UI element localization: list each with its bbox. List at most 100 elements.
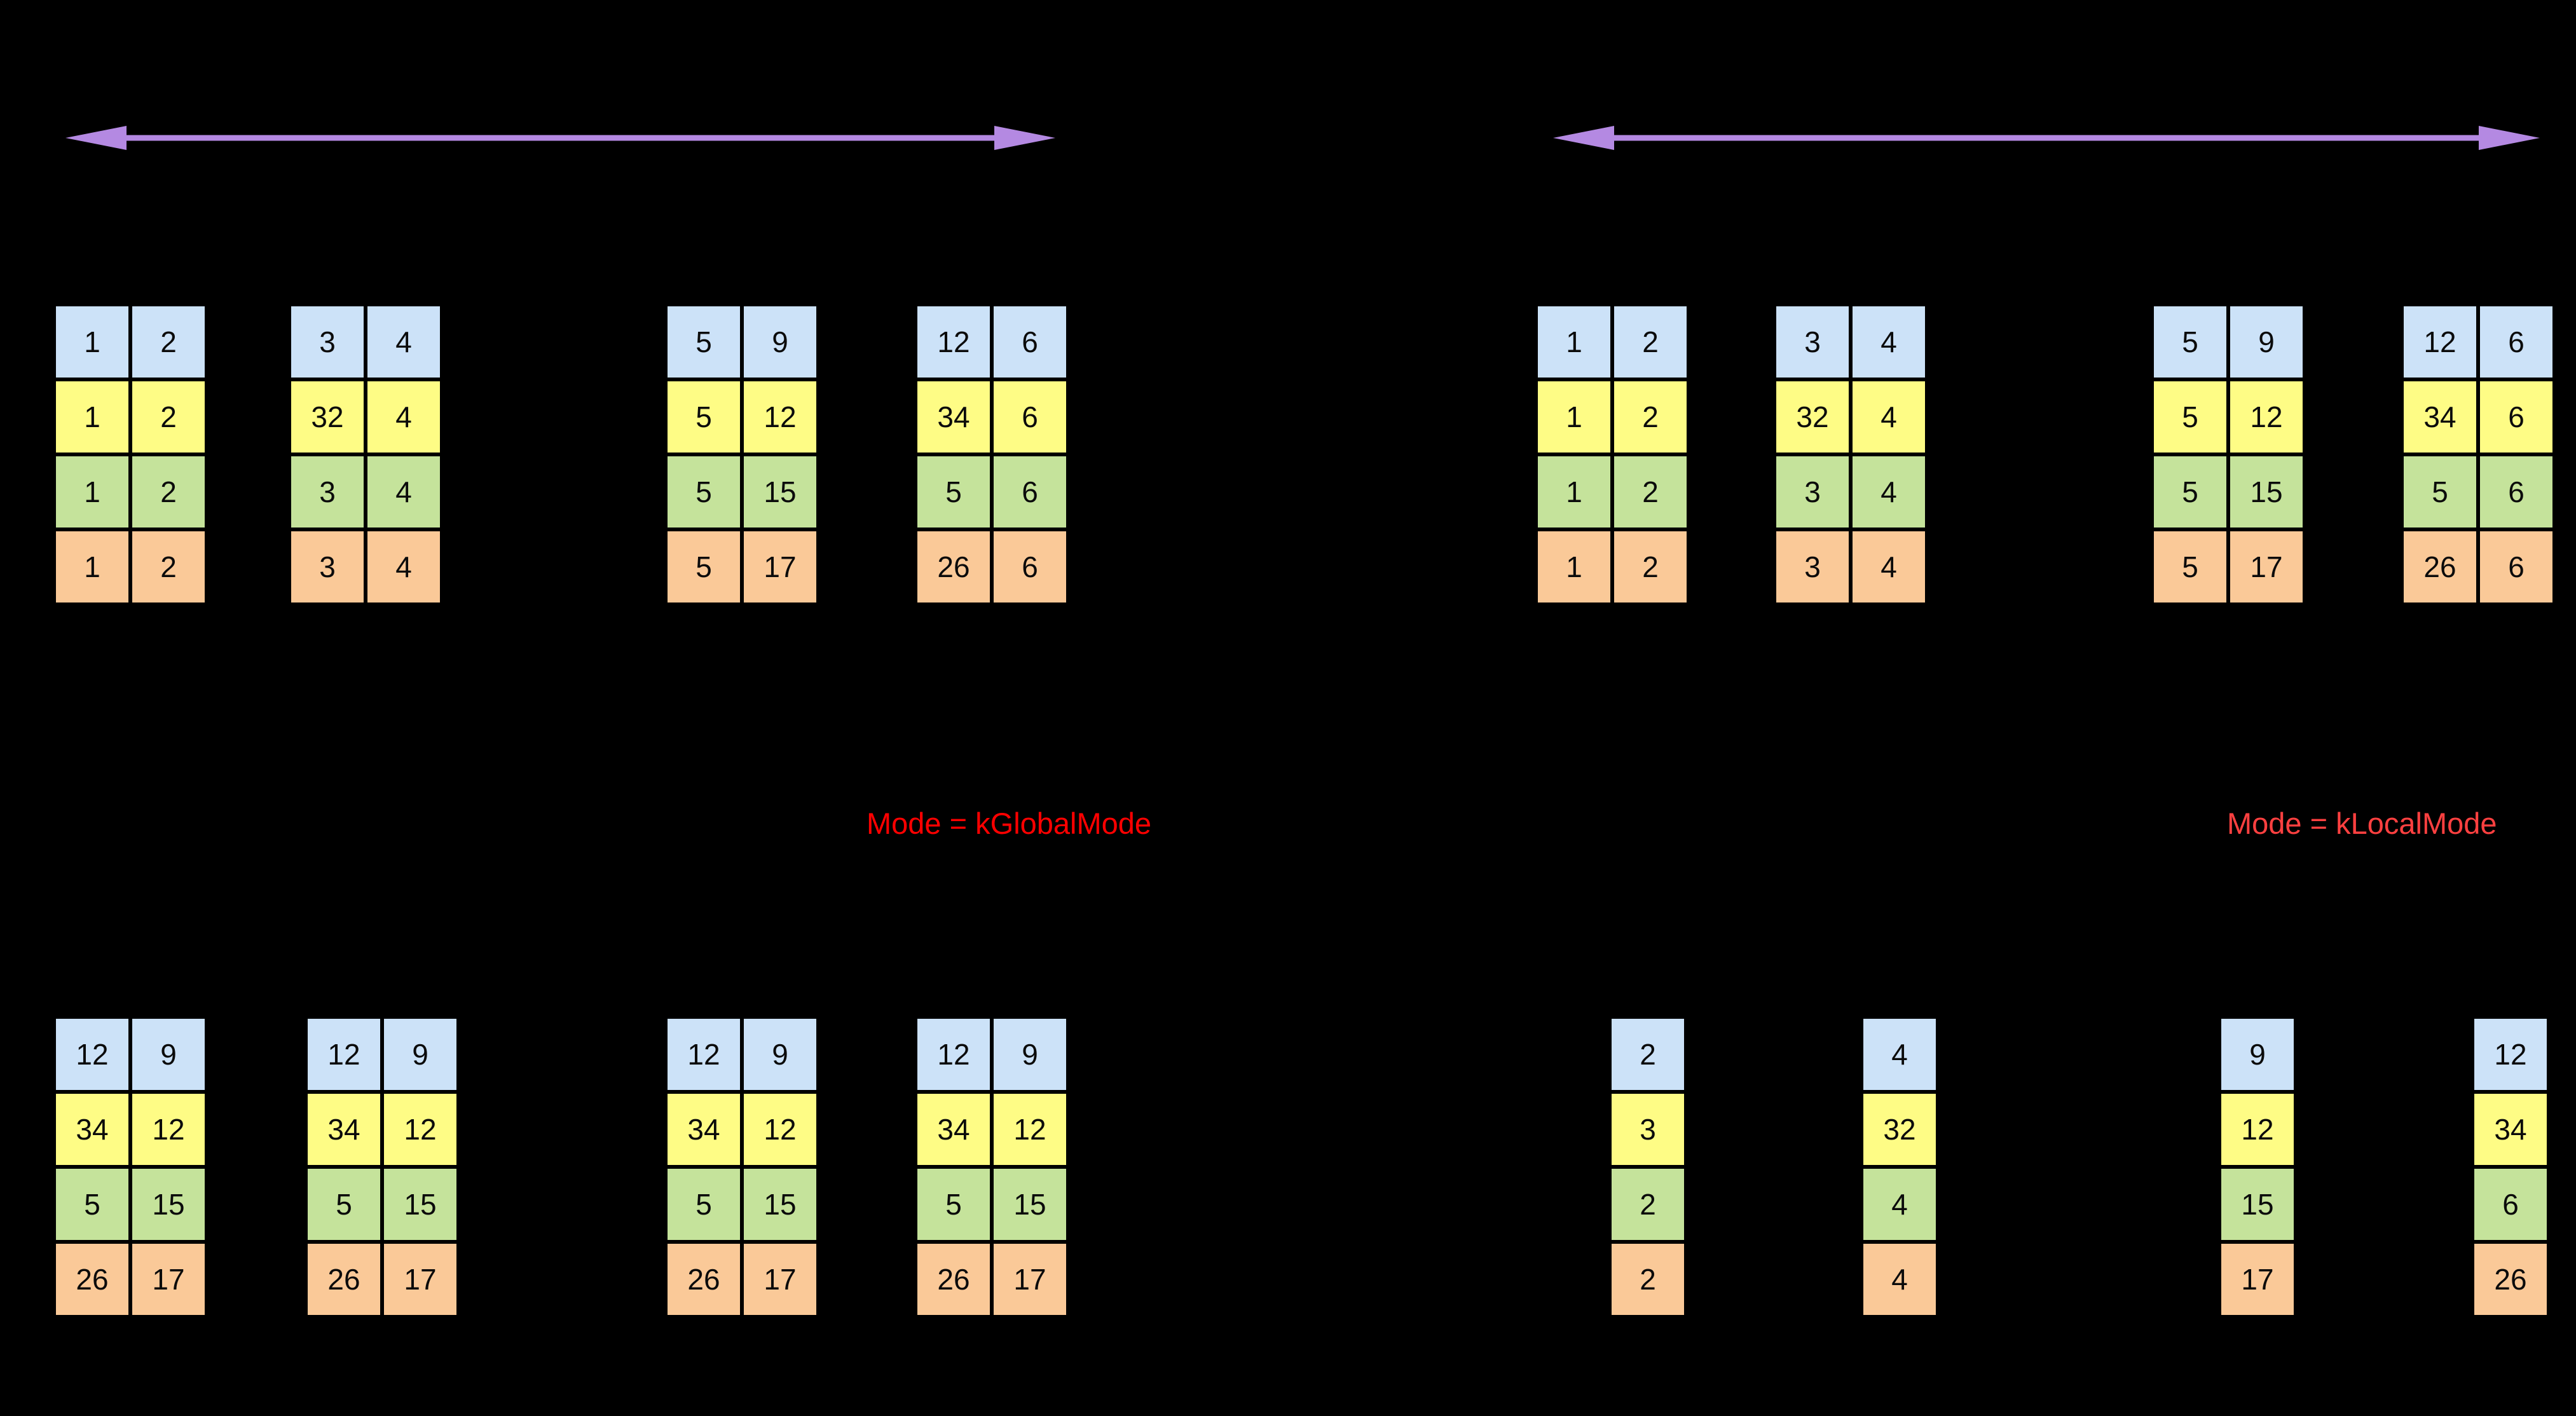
table-cell: 5 <box>668 456 740 528</box>
table-row: 26 <box>2474 1244 2547 1315</box>
table-cell: 6 <box>2480 531 2552 602</box>
table-cell: 4 <box>1853 531 1925 602</box>
table-cell: 15 <box>744 456 816 528</box>
table-cell: 12 <box>2221 1094 2294 1165</box>
table-cell: 6 <box>2474 1169 2547 1240</box>
right-span-arrow-icon <box>1553 126 2540 150</box>
table-cell: 4 <box>1853 381 1925 453</box>
table-cell: 5 <box>917 1169 990 1240</box>
table-cell: 3 <box>291 531 364 602</box>
table-cell: 1 <box>1538 381 1610 453</box>
table-row: 17 <box>2221 1244 2294 1315</box>
table-cell: 2 <box>1614 531 1687 602</box>
table-cell: 4 <box>367 306 440 378</box>
table-cell: 5 <box>2404 456 2476 528</box>
table-cell: 5 <box>668 531 740 602</box>
table-cell: 4 <box>1863 1019 1936 1090</box>
table-cell: 9 <box>2230 306 2303 378</box>
left-span-arrow-icon <box>65 126 1055 150</box>
table-cell: 4 <box>367 381 440 453</box>
table-cell: 6 <box>2480 306 2552 378</box>
table-cell: 2 <box>1612 1169 1684 1240</box>
table-cell: 5 <box>668 1169 740 1240</box>
table-cell: 15 <box>994 1169 1066 1240</box>
table-row: 4 <box>1863 1019 1936 1090</box>
table-row: 3 <box>1612 1094 1684 1165</box>
table-cell: 17 <box>994 1244 1066 1315</box>
table-cell: 26 <box>56 1244 128 1315</box>
table-cell: 17 <box>384 1244 456 1315</box>
table-cell: 15 <box>744 1169 816 1240</box>
table-cell: 2 <box>132 306 205 378</box>
table-cell: 15 <box>132 1169 205 1240</box>
table-cell: 5 <box>2154 531 2226 602</box>
table-cell: 4 <box>1853 456 1925 528</box>
table-cell: 1 <box>56 381 128 453</box>
table-cell: 12 <box>308 1019 380 1090</box>
table-cell: 26 <box>917 531 990 602</box>
table-cell: 17 <box>132 1244 205 1315</box>
table-cell: 12 <box>917 306 990 378</box>
table-cell: 26 <box>917 1244 990 1315</box>
table-cell: 9 <box>384 1019 456 1090</box>
table-cell: 15 <box>2230 456 2303 528</box>
table-row: 4 <box>1863 1244 1936 1315</box>
table-cell: 2 <box>1614 306 1687 378</box>
table-row: 2 <box>1612 1244 1684 1315</box>
table-cell: 32 <box>291 381 364 453</box>
table-row: 2 <box>1612 1169 1684 1240</box>
table-cell: 34 <box>668 1094 740 1165</box>
table-cell: 5 <box>668 381 740 453</box>
table-cell: 26 <box>2404 531 2476 602</box>
table-cell: 17 <box>744 1244 816 1315</box>
table-cell: 1 <box>1538 456 1610 528</box>
table-cell: 5 <box>308 1169 380 1240</box>
table-cell: 6 <box>2480 381 2552 453</box>
table-cell: 34 <box>917 381 990 453</box>
table-cell: 17 <box>744 531 816 602</box>
table-cell: 15 <box>2221 1169 2294 1240</box>
table-cell: 6 <box>994 456 1066 528</box>
table-cell: 5 <box>917 456 990 528</box>
